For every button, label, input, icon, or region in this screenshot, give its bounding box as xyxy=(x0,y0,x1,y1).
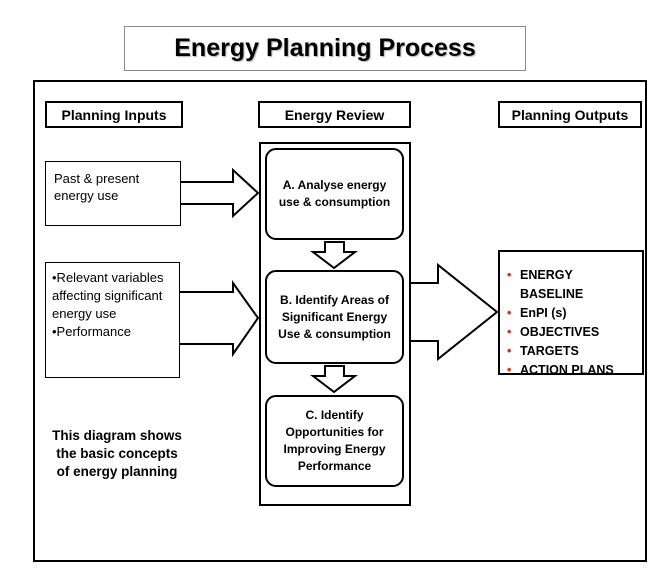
diagram-caption: This diagram shows the basic concepts of… xyxy=(52,428,182,479)
input-variables-item: •Relevant variables affecting significan… xyxy=(52,270,164,321)
header-energy-review-label: Energy Review xyxy=(284,106,385,123)
header-planning-inputs-label: Planning Inputs xyxy=(61,106,167,123)
step-c-text: C. Identify Opportunities for Improving … xyxy=(283,408,386,473)
diagram-frame xyxy=(33,80,647,562)
input-arrow-variables xyxy=(180,279,260,358)
input-past-energy-use: Past & present energy use xyxy=(45,161,181,226)
header-planning-outputs: Planning Outputs xyxy=(498,101,642,128)
input-performance-item: •Performance xyxy=(52,324,131,339)
title-box: Energy Planning Process xyxy=(124,26,526,71)
energy-review-column xyxy=(259,142,411,506)
planning-outputs-box: ENERGY BASELINE EnPI (s) OBJECTIVES TARG… xyxy=(498,250,644,380)
header-energy-review: Energy Review xyxy=(258,101,411,128)
input-relevant-variables: •Relevant variables affecting significan… xyxy=(45,262,180,378)
output-item: OBJECTIVES xyxy=(504,323,638,342)
down-arrow-1 xyxy=(310,241,358,270)
header-planning-inputs: Planning Inputs xyxy=(45,101,183,128)
header-planning-outputs-label: Planning Outputs xyxy=(511,106,629,123)
step-b-identify-seu: B. Identify Areas of Significant Energy … xyxy=(265,270,404,364)
input-arrow-past xyxy=(181,167,260,219)
step-a-analyse: A. Analyse energy use & consumption xyxy=(265,148,404,240)
diagram-title: Energy Planning Process xyxy=(174,34,476,62)
outputs-list: ENERGY BASELINE EnPI (s) OBJECTIVES TARG… xyxy=(504,266,638,380)
down-arrow-2 xyxy=(310,365,358,394)
input-past-energy-use-text: Past & present energy use xyxy=(54,171,140,203)
step-b-text: B. Identify Areas of Significant Energy … xyxy=(278,292,391,341)
step-c-opportunities: C. Identify Opportunities for Improving … xyxy=(265,395,404,487)
output-item: ACTION PLANS xyxy=(504,361,638,380)
step-a-text: A. Analyse energy use & consumption xyxy=(278,178,391,209)
output-item: EnPI (s) xyxy=(504,304,638,323)
output-arrow xyxy=(411,262,499,362)
output-item: TARGETS xyxy=(504,342,638,361)
output-item: ENERGY BASELINE xyxy=(504,266,638,304)
